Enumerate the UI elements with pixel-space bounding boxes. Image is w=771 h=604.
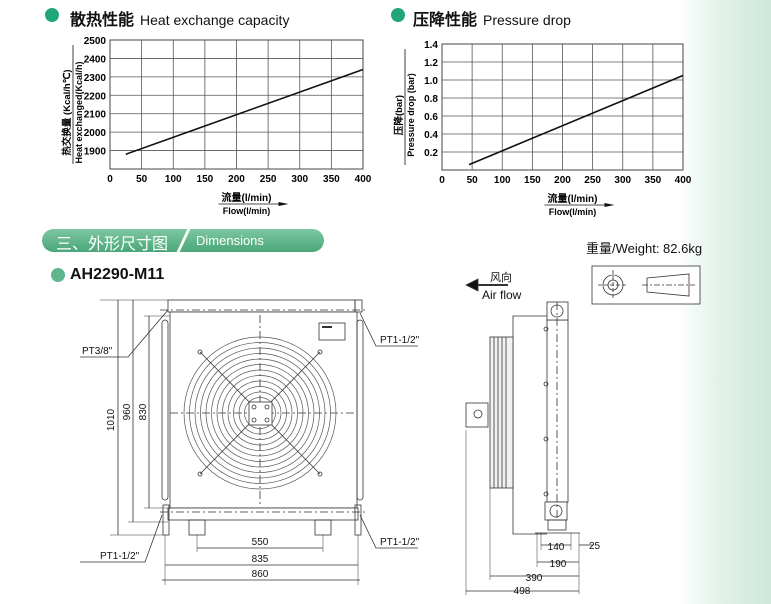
x-tick-label: 200 xyxy=(554,175,571,186)
y-tick-label: 2100 xyxy=(84,110,107,121)
port-label-bottom-left: PT1-1/2" xyxy=(100,551,140,562)
dimensions-section-header: 三、外形尺寸图 Dimensions xyxy=(42,227,324,254)
fan-guard-ring xyxy=(189,342,331,484)
dim-1010: 1010 xyxy=(106,408,117,431)
pressure-drop-chart: 0 50 100 150 200 250 300 350 400 0.2 0.4 0.6 0.8 1.0 1… xyxy=(393,40,692,217)
x-tick-label: 200 xyxy=(228,174,245,185)
series-line xyxy=(468,74,684,166)
fan-guard-ring xyxy=(233,386,287,440)
fan-guard-ring xyxy=(183,336,337,490)
side-view-drawing xyxy=(465,265,701,595)
x-tick-label: 350 xyxy=(645,175,662,186)
fan-guard-ring xyxy=(211,364,309,462)
model-name: AH2290-M11 xyxy=(70,266,165,283)
y-tick-label: 1.0 xyxy=(424,76,438,87)
dim-550: 550 xyxy=(252,537,269,548)
y-tick-label: 1900 xyxy=(84,147,107,158)
dim-860: 860 xyxy=(252,569,269,580)
divider xyxy=(175,227,192,254)
weight-label: 重量/Weight: 82.6kg xyxy=(586,241,703,256)
y-tick-label: 2000 xyxy=(84,128,107,139)
x-tick-label: 150 xyxy=(197,174,214,185)
x-axis-label: Flow(l/min) xyxy=(549,207,597,217)
y-tick-label: 2300 xyxy=(84,73,107,84)
x-tick-label: 50 xyxy=(136,174,148,185)
airflow-label-cn: 风向 xyxy=(490,270,512,284)
fan-guard-ring xyxy=(194,347,326,479)
x-tick-label: 0 xyxy=(439,175,445,186)
heat-exchange-chart: 0 50 100 150 200 250 300 350 400 1900 2000 2100 2200… xyxy=(61,36,372,216)
section-title-cn: 三、外形尺寸图 xyxy=(56,234,169,253)
bullet-icon xyxy=(391,8,405,22)
y-axis-label: Heat exchanged(Kcal/h) xyxy=(74,61,84,163)
y-tick-label: 0.6 xyxy=(424,112,438,123)
port-label-bottom-right: PT1-1/2" xyxy=(380,537,420,548)
y-axis-label: Pressure drop (bar) xyxy=(406,73,416,157)
x-tick-label: 400 xyxy=(355,174,372,185)
arrow-right-icon xyxy=(278,202,289,206)
y-axis-label-cn: 压降(bar) xyxy=(393,95,405,135)
y-tick-label: 1.2 xyxy=(424,58,438,69)
x-tick-label: 0 xyxy=(107,174,113,185)
x-tick-label: 50 xyxy=(467,175,479,186)
x-tick-label: 100 xyxy=(165,174,182,185)
y-tick-label: 2500 xyxy=(84,36,107,47)
port-label-pt38: PT3/8" xyxy=(82,346,113,357)
x-tick-label: 250 xyxy=(584,175,601,186)
x-tick-label: 150 xyxy=(524,175,541,186)
y-tick-label: 2400 xyxy=(84,54,107,65)
x-tick-label: 300 xyxy=(614,175,631,186)
front-view-drawing xyxy=(80,299,418,585)
y-tick-label: 2200 xyxy=(84,91,107,102)
y-tick-label: 1.4 xyxy=(424,40,438,51)
bullet-icon xyxy=(51,268,65,282)
fan-guard-ring xyxy=(216,369,304,457)
x-axis-label: Flow(l/min) xyxy=(223,206,271,216)
bullet-icon xyxy=(45,8,59,22)
fan-guard-ring xyxy=(244,397,276,429)
dim-25: 25 xyxy=(589,541,601,552)
x-axis-label-cn: 流量(l/min) xyxy=(222,191,272,204)
fan-guard-ring xyxy=(205,358,315,468)
arrow-right-icon xyxy=(604,203,615,207)
dim-835: 835 xyxy=(252,554,269,565)
section-title-en: Dimensions xyxy=(196,233,264,248)
airflow-label-en: Air flow xyxy=(482,288,522,302)
fan-guard-ring xyxy=(227,380,293,446)
dim-498: 498 xyxy=(514,586,531,597)
y-tick-label: 0.8 xyxy=(424,94,438,105)
x-tick-label: 300 xyxy=(291,174,308,185)
x-tick-label: 250 xyxy=(260,174,277,185)
y-tick-label: 0.4 xyxy=(424,130,438,141)
dim-960: 960 xyxy=(122,403,133,420)
x-tick-label: 350 xyxy=(323,174,340,185)
fan-guard-ring xyxy=(238,391,282,435)
y-tick-label: 0.2 xyxy=(424,148,438,159)
x-tick-label: 400 xyxy=(675,175,692,186)
dim-190: 190 xyxy=(550,559,567,570)
fan-guard-ring xyxy=(200,353,320,473)
y-axis-label-cn: 热交换量 (Kcal/h℃) xyxy=(61,69,73,155)
nameplate xyxy=(318,322,346,341)
x-tick-label: 100 xyxy=(494,175,511,186)
series-line xyxy=(125,68,364,156)
x-axis-label-cn: 流量(l/min) xyxy=(548,192,598,205)
fan-guard-ring xyxy=(222,375,298,451)
dim-140: 140 xyxy=(548,542,565,553)
port-label-top-right: PT1-1/2" xyxy=(380,335,420,346)
dim-830: 830 xyxy=(138,403,149,420)
dim-390: 390 xyxy=(526,573,543,584)
